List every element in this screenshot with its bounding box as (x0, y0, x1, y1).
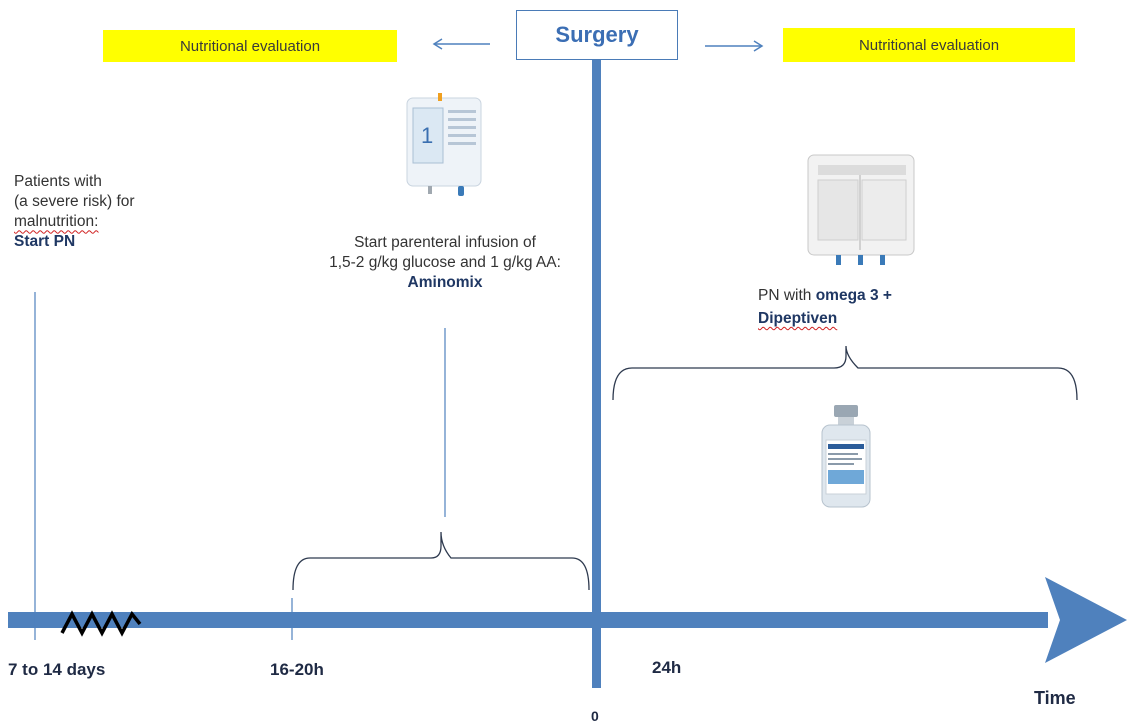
brace-aminomix (292, 531, 590, 591)
tick-label-16-20h: 16-20h (270, 660, 324, 679)
patients-line-2: (a severe risk) for (14, 192, 194, 212)
patients-line-4: Start PN (14, 233, 76, 251)
pn-bag-image (807, 154, 915, 265)
infusion-note: Start parenteral infusion of 1,5-2 g/kg … (270, 233, 620, 293)
infusion-line-2: 1,5-2 g/kg glucose and 1 g/kg AA: (329, 254, 561, 272)
patients-line-3: malnutrition: (14, 213, 99, 231)
svg-text:1: 1 (421, 123, 433, 148)
brace-dipeptiven (612, 345, 1078, 401)
patients-line-2-text: (a severe risk) for (14, 193, 135, 211)
infusion-line-3: Aminomix (407, 274, 483, 292)
tick-label-7-14-days: 7 to 14 days (8, 660, 106, 679)
surgery-label: Surgery (555, 22, 639, 47)
pn-line-1-bold: omega 3 + (815, 287, 892, 304)
tick-label-24h: 24h (652, 658, 682, 677)
pn-line-1-prefix: PN with (758, 287, 816, 304)
nutritional-evaluation-right: Nutritional evaluation (783, 28, 1075, 62)
surgery-line (592, 60, 601, 688)
surgery-box: Surgery (516, 10, 678, 60)
patients-line-1: Patients with (14, 173, 102, 190)
pn-line-2: Dipeptiven (758, 310, 838, 328)
left-arrow (432, 38, 490, 50)
axis-break-zigzag (60, 610, 142, 637)
dipeptiven-bottle-image (821, 405, 871, 508)
time-axis (8, 612, 1048, 628)
patients-note: Patients with (a severe risk) for malnut… (14, 172, 194, 253)
nutritional-evaluation-left-label: Nutritional evaluation (179, 37, 321, 55)
time-axis-arrowhead (1045, 577, 1127, 663)
aminomix-bag-image: 1 (406, 93, 482, 196)
time-label: Time (1034, 688, 1076, 708)
zero-label: 0 (591, 708, 599, 724)
nutritional-evaluation-left: Nutritional evaluation (103, 30, 397, 62)
nutritional-evaluation-right-label: Nutritional evaluation (858, 36, 1000, 54)
right-arrow (705, 40, 764, 52)
pn-note: PN with omega 3 + Dipeptiven (758, 286, 998, 329)
infusion-line-1: Start parenteral infusion of (354, 234, 536, 251)
pn-line-1: PN with omega 3 + (758, 286, 998, 306)
